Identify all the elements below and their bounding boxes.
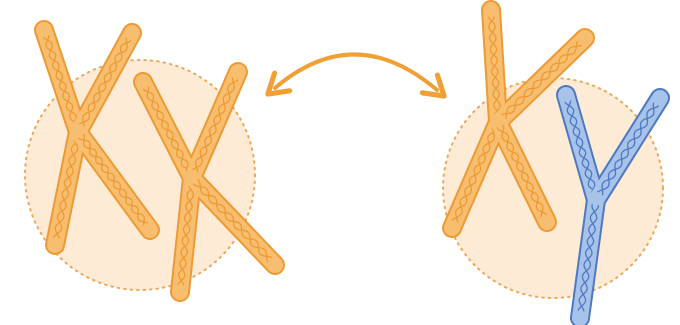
panel-xy xyxy=(443,10,663,318)
panel-xx xyxy=(25,30,275,292)
double-arrow-icon xyxy=(275,54,437,90)
